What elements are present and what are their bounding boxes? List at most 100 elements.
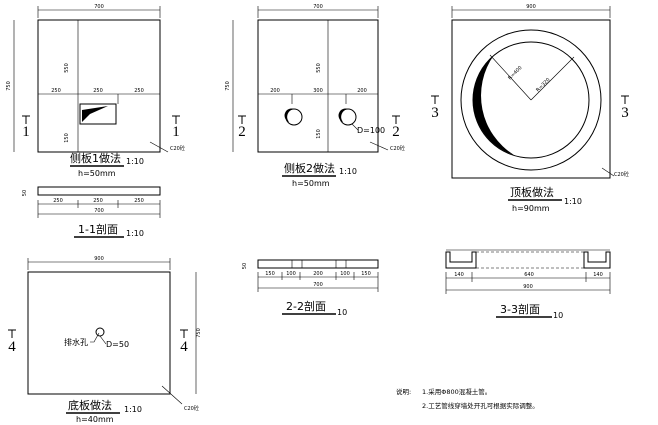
panel-3-drawing: 900 R=400 R=320 3 3 C20砼 顶板做法 1:10 h=90m…	[431, 4, 629, 213]
panel4-title: 底板做法	[68, 398, 112, 412]
panel3-r-inner: R=320	[535, 77, 551, 93]
section1-dim-1: 250	[53, 198, 63, 204]
panel1-dim-v-lower: 150	[64, 133, 70, 143]
section-2-drawing: 50 150 100 200 100 150 700 2-2剖面 10	[242, 259, 379, 317]
panel2-mark-left: 2	[238, 124, 246, 140]
hole-shade	[284, 108, 294, 122]
notes-line-1: 1.采用Φ800混凝土管。	[422, 387, 491, 396]
panel3-r-outer: R=400	[507, 65, 523, 81]
panel2-hole-label: D=100	[357, 126, 385, 135]
section2-dim-3: 200	[313, 271, 323, 277]
panel2-dim-h-3: 200	[357, 88, 367, 94]
panel2-dim-v-lower: 150	[316, 129, 322, 139]
section-1-drawing: 50 250 250 250 700 1-1剖面 1:10	[22, 186, 161, 238]
notes-label: 说明:	[396, 387, 411, 396]
panel4-thickness: h=40mm	[76, 415, 114, 424]
panel3-scale: 1:10	[564, 197, 582, 206]
panel3-top-dim: 900	[526, 4, 536, 10]
panel2-mark-right: 2	[392, 124, 400, 140]
panel1-opening	[79, 103, 117, 125]
panel4-plate	[27, 271, 171, 395]
panel1-top-dim: 700	[94, 4, 104, 10]
panel1-dim-h-3: 250	[134, 88, 144, 94]
panel2-left-dim: 750	[225, 81, 231, 91]
section3-right-lip	[583, 251, 611, 269]
panel4-top-dim: 900	[94, 256, 104, 262]
panel-4-drawing: 900 750 排水孔 D=50 4 4 C20砼 底板做法 1:10 h=40…	[8, 256, 202, 424]
section2-dim-1: 150	[265, 271, 275, 277]
lip-hatch	[473, 55, 514, 155]
section1-title: 1-1剖面	[78, 222, 118, 236]
radius-line	[530, 56, 575, 101]
notes-block: 说明: 1.采用Φ800混凝土管。 2.工艺管线穿墙处开孔可根据实际调整。	[396, 387, 539, 410]
panel4-drain-hole	[95, 327, 105, 337]
section1-total: 700	[94, 208, 104, 214]
section2-total: 700	[313, 282, 323, 288]
section3-dim-3: 140	[593, 272, 603, 278]
panel3-inner-circle	[472, 41, 590, 159]
opening-hatch	[82, 106, 108, 122]
panel4-right-dim: 750	[196, 328, 202, 338]
panel4-mark-left: 4	[8, 339, 16, 355]
section3-title: 3-3剖面	[500, 302, 540, 316]
panel2-thickness: h=50mm	[292, 179, 330, 188]
panel4-scale: 1:10	[124, 405, 142, 414]
panel1-plate	[37, 19, 161, 153]
panel1-title: 侧板1做法	[70, 151, 121, 165]
panel3-mark-left: 3	[431, 105, 439, 121]
panel1-thickness: h=50mm	[78, 169, 116, 178]
panel1-dim-h-2: 250	[93, 88, 103, 94]
section2-dim-4: 100	[340, 271, 350, 277]
section3-scale: 10	[553, 311, 563, 320]
leader-line	[161, 385, 183, 405]
panel-1-drawing: 700 750 550 150 250 250 250 1 1 C20砼 侧板1…	[6, 4, 185, 178]
radius-line	[489, 54, 532, 101]
section2-dim-5: 150	[361, 271, 371, 277]
leader-line	[351, 123, 359, 131]
section2-dim-2: 100	[286, 271, 296, 277]
section3-dim-2: 640	[524, 272, 534, 278]
panel1-dim-v-upper: 550	[64, 63, 70, 73]
panel4-material: C20砼	[184, 405, 199, 412]
panel4-hole-label: D=50	[106, 340, 129, 349]
section1-dim-2: 250	[93, 198, 103, 204]
hole-shade	[338, 108, 348, 122]
panel2-dim-h-2: 300	[313, 88, 323, 94]
section-3-drawing: 140 640 140 900 3-3剖面 10	[445, 249, 611, 320]
section1-dim-3: 250	[134, 198, 144, 204]
section3-dim-1: 140	[454, 272, 464, 278]
panel2-top-dim: 700	[313, 4, 323, 10]
panel3-mark-right: 3	[621, 105, 629, 121]
panel4-hole-prefix: 排水孔	[64, 337, 88, 347]
panel4-mark-right: 4	[180, 339, 188, 355]
section2-plate	[257, 259, 379, 269]
panel1-scale: 1:10	[126, 157, 144, 166]
section2-height: 50	[242, 263, 248, 269]
panel2-plate	[257, 19, 379, 153]
leader-line	[369, 141, 389, 151]
panel2-dim-v-upper: 550	[316, 63, 322, 73]
leader-line	[149, 141, 169, 153]
panel3-title: 顶板做法	[510, 185, 554, 199]
panel2-dim-h-1: 200	[270, 88, 280, 94]
panel3-material: C20砼	[614, 171, 629, 178]
panel2-material: C20砼	[390, 145, 405, 152]
section1-plate	[37, 186, 161, 196]
hole-leader	[90, 332, 100, 343]
panel1-material: C20砼	[170, 145, 185, 152]
section1-scale: 1:10	[126, 229, 144, 238]
panel1-mark-left: 1	[22, 124, 30, 140]
panel1-left-dim: 750	[6, 81, 12, 91]
section2-title: 2-2剖面	[286, 299, 326, 313]
notes-line-2: 2.工艺管线穿墙处开孔可根据实际调整。	[422, 401, 539, 410]
panel-2-drawing: 700 750 550 150 200 300 200 D=100 2 2 C2…	[225, 4, 405, 188]
hole-leader	[99, 335, 107, 345]
panel2-title: 侧板2做法	[284, 161, 335, 175]
panel1-dim-h-1: 250	[51, 88, 61, 94]
section1-height: 50	[22, 190, 28, 196]
section2-scale: 10	[337, 308, 347, 317]
panel3-outer-circle	[460, 29, 602, 171]
section3-left-lip	[445, 251, 477, 269]
